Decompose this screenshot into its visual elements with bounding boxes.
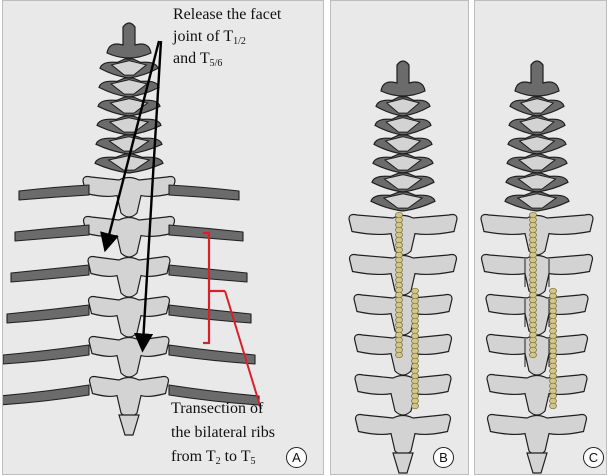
thoracic-vertebra bbox=[90, 377, 169, 418]
bracket-leader bbox=[225, 291, 261, 409]
rod-link bbox=[550, 403, 557, 409]
thoracic-vertebra bbox=[349, 215, 457, 256]
panel-c-label: C bbox=[583, 447, 604, 468]
thoracic-vertebra bbox=[487, 375, 587, 416]
occipital-base bbox=[107, 23, 151, 58]
pedicle-screw-rod bbox=[550, 288, 557, 409]
thoracic-vertebra bbox=[355, 375, 451, 416]
thoracic-vertebra bbox=[89, 337, 169, 378]
transection-label-line1: Transection of bbox=[171, 399, 263, 419]
pedicle-screw-rod bbox=[396, 212, 403, 358]
thoracic-vertebra bbox=[89, 297, 170, 338]
bracket-right bbox=[203, 233, 209, 343]
rod-link bbox=[396, 352, 403, 358]
thoracic-vertebra bbox=[486, 295, 588, 336]
occipital-base bbox=[381, 61, 425, 96]
thoracic-vertebra bbox=[481, 215, 593, 256]
rod-link bbox=[530, 352, 537, 358]
thoracic-vertebra bbox=[488, 415, 587, 456]
spinous-process-tail bbox=[393, 453, 413, 473]
spine-column bbox=[3, 23, 259, 435]
pedicle-screw-rod bbox=[530, 212, 537, 358]
panel-b: B bbox=[330, 0, 469, 475]
panel-a: Release the facet joint of T1/2 and T5/6… bbox=[2, 0, 324, 475]
rib bbox=[15, 225, 89, 241]
rib bbox=[169, 185, 239, 200]
panel-b-label: B bbox=[433, 447, 454, 468]
spine-figure-c bbox=[475, 1, 608, 476]
release-label-line1: Release the facet bbox=[173, 5, 281, 25]
rib bbox=[19, 185, 89, 200]
pedicle-screw-rod bbox=[412, 288, 419, 409]
panel-c: C bbox=[474, 0, 607, 475]
occipital-base bbox=[515, 61, 559, 96]
rib bbox=[3, 385, 89, 405]
spine-column bbox=[481, 61, 593, 473]
thoracic-vertebra bbox=[482, 255, 593, 296]
rib bbox=[3, 345, 89, 364]
panel-a-label: A bbox=[286, 447, 307, 468]
thoracic-vertebra bbox=[350, 255, 457, 296]
thoracic-vertebra bbox=[354, 295, 452, 336]
spinous-process-tail bbox=[119, 415, 139, 435]
transection-label-line2: the bilateral ribs bbox=[171, 423, 275, 443]
rod-link bbox=[412, 403, 419, 409]
spine-figure-b bbox=[331, 1, 470, 476]
spine-figure-a bbox=[3, 1, 325, 476]
rib bbox=[11, 265, 89, 282]
thoracic-vertebra bbox=[84, 217, 175, 258]
spinous-process-tail bbox=[527, 453, 547, 473]
thoracic-vertebra bbox=[83, 177, 175, 218]
spine-column bbox=[349, 61, 457, 473]
rib bbox=[7, 305, 89, 323]
thoracic-vertebra bbox=[88, 257, 170, 298]
release-label-line3: and T5/6 bbox=[173, 49, 222, 74]
thoracic-vertebra bbox=[355, 335, 452, 376]
thoracic-vertebra bbox=[487, 335, 588, 376]
transection-label-line3: from T2 to T5 bbox=[171, 447, 256, 472]
